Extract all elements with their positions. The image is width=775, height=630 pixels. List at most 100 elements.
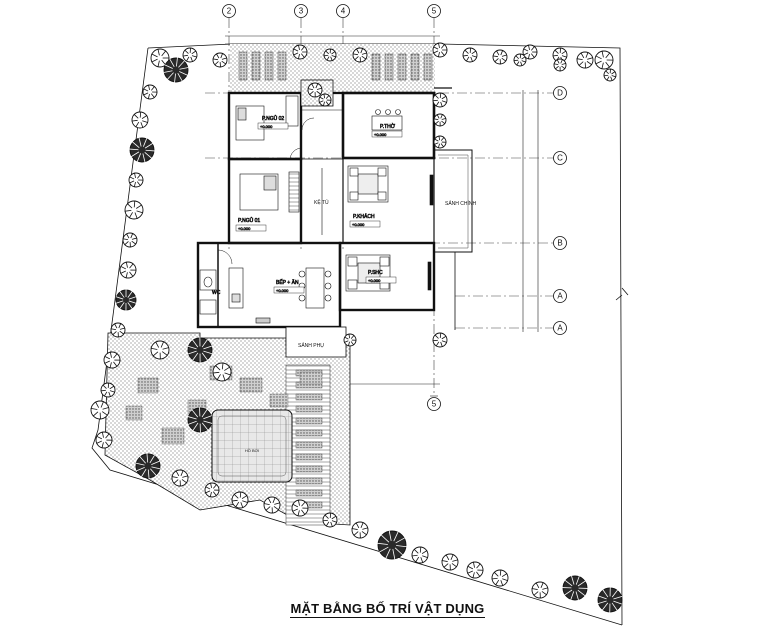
side-hall: SẢNH PHỤ (285, 326, 347, 358)
worship-room-furniture: P.THỜ +0.000 (371, 109, 403, 137)
tree-icon (204, 482, 220, 498)
svg-text:A: A (557, 324, 563, 333)
drawing-title-block: MẶT BẰNG BỐ TRÍ VẬT DỤNG (0, 600, 775, 618)
shelf-corridor: KỆ TỦ (289, 117, 329, 235)
tree-icon (128, 172, 144, 188)
svg-text:+0.000: +0.000 (260, 124, 273, 129)
house-walls (196, 79, 452, 329)
shelf-label: KỆ TỦ (314, 198, 329, 206)
tree-icon (135, 453, 161, 479)
tree-icon (142, 84, 158, 100)
svg-text:5: 5 (432, 7, 437, 16)
tree-icon (150, 340, 170, 360)
tree-icon (411, 546, 429, 564)
tree-icon (292, 44, 308, 60)
tree-icon (95, 431, 113, 449)
tree-icon (433, 135, 447, 149)
tree-icon (263, 496, 281, 514)
tree-icon (433, 113, 447, 127)
living-room-label: P.KHÁCH (353, 213, 375, 220)
svg-text:+0.000: +0.000 (374, 132, 387, 137)
drawing-title: MẶT BẰNG BỐ TRÍ VẬT DỤNG (290, 601, 485, 618)
tree-icon (522, 44, 538, 60)
swimming-pool: HỒ BƠI (211, 409, 293, 483)
tree-icon (171, 469, 189, 487)
tree-icon (307, 82, 323, 98)
grid-bubbles-top: 2 3 4 5 (222, 4, 441, 18)
main-hall: SẢNH CHÍNH (434, 149, 477, 330)
bedroom-2-furniture: P.NGỦ 02 +0.000 (235, 95, 299, 141)
tree-icon (231, 491, 249, 509)
landscape-trees (90, 42, 623, 613)
tree-icon (131, 111, 149, 129)
living-room-furniture: P.KHÁCH +0.000 (347, 165, 434, 227)
tree-icon (212, 52, 228, 68)
tree-icon (553, 58, 567, 72)
tree-icon (492, 49, 508, 65)
wc-fixtures: WC (199, 249, 233, 315)
tree-icon (291, 499, 309, 517)
svg-text:3: 3 (299, 7, 304, 16)
kitchen-label: BẾP + ĂN (276, 279, 299, 286)
tree-icon (90, 400, 110, 420)
tree-icon (432, 42, 448, 58)
svg-text:+0.000: +0.000 (352, 222, 365, 227)
svg-text:2: 2 (227, 7, 232, 16)
tree-icon (432, 332, 448, 348)
svg-text:B: B (557, 239, 562, 248)
tree-icon (513, 53, 527, 67)
tree-icon (187, 337, 213, 363)
tree-icon (323, 48, 337, 62)
svg-text:+0.000: +0.000 (238, 226, 251, 231)
tree-icon (377, 530, 407, 560)
tree-icon (441, 553, 459, 571)
tree-icon (343, 333, 357, 347)
tree-icon (318, 93, 332, 107)
family-room-furniture: P.SHC +0.000 (345, 254, 432, 292)
svg-text:4: 4 (341, 7, 346, 16)
kitchen-furniture: BẾP + ĂN +0.000 (228, 267, 332, 324)
tree-icon (322, 512, 338, 528)
tree-icon (466, 561, 484, 579)
tree-icon (129, 137, 155, 163)
tree-icon (150, 48, 170, 68)
tree-icon (603, 68, 617, 82)
side-hall-label: SẢNH PHỤ (298, 342, 324, 349)
bedroom-1-furniture: P.NGỦ 01 +0.000 (235, 171, 300, 231)
worship-room-label: P.THỜ (380, 123, 396, 130)
pool-label: HỒ BƠI (245, 448, 259, 453)
tree-icon (110, 322, 126, 338)
tree-icon (115, 289, 137, 311)
tree-icon (119, 261, 137, 279)
tree-icon (491, 569, 509, 587)
svg-text:5: 5 (432, 400, 437, 409)
grid-bubbles-right: D C B A A (553, 86, 567, 335)
tree-icon (576, 51, 594, 69)
svg-text:+0.000: +0.000 (276, 288, 289, 293)
stepping-stones (238, 51, 433, 509)
svg-text:+0.000: +0.000 (368, 278, 381, 283)
svg-text:A: A (557, 292, 563, 301)
wc-label: WC (212, 290, 221, 296)
bedroom-2-label: P.NGỦ 02 (262, 115, 284, 122)
tree-icon (531, 581, 549, 599)
tree-icon (187, 407, 213, 433)
svg-text:D: D (557, 89, 563, 98)
tree-icon (462, 47, 478, 63)
tree-icon (122, 232, 138, 248)
tree-icon (432, 92, 448, 108)
svg-text:C: C (557, 154, 563, 163)
tree-icon (103, 351, 121, 369)
tree-icon (597, 587, 623, 613)
main-hall-label: SẢNH CHÍNH (445, 200, 477, 207)
tree-icon (562, 575, 588, 601)
tree-icon (351, 521, 369, 539)
tree-icon (594, 50, 614, 70)
tree-icon (124, 200, 144, 220)
tree-icon (163, 57, 189, 83)
tree-icon (100, 382, 116, 398)
tree-icon (182, 47, 198, 63)
bedroom-1-label: P.NGỦ 01 (238, 217, 260, 224)
tree-icon (352, 47, 368, 63)
